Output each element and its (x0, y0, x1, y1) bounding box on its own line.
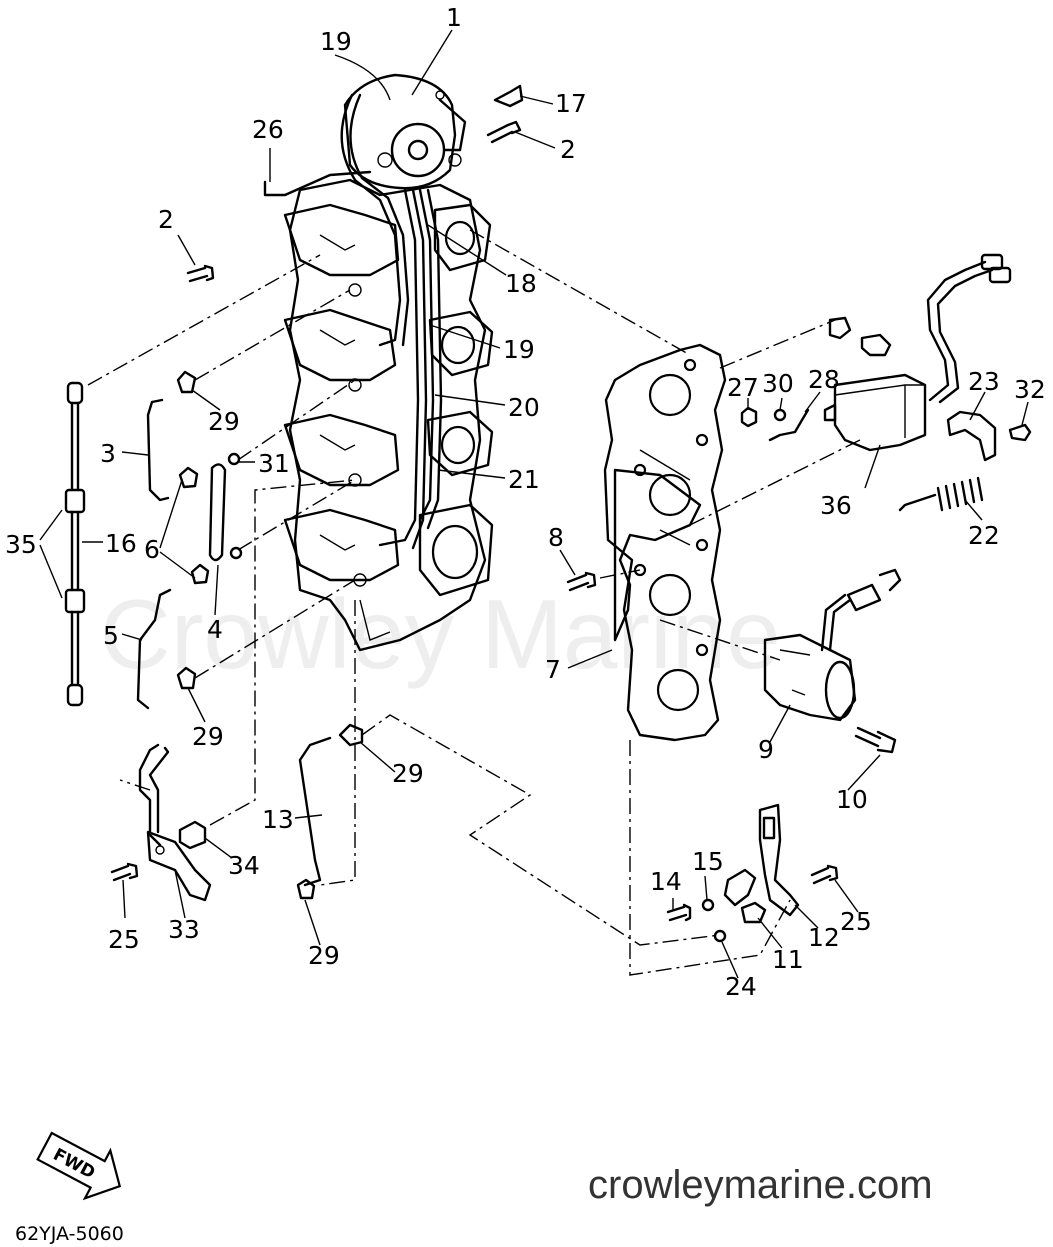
bolt-top (860, 333, 892, 357)
callout-4: 4 (207, 615, 223, 644)
callout-16: 16 (105, 529, 137, 558)
screw-25-left (110, 862, 139, 882)
callout-25-left: 25 (108, 925, 140, 954)
screw-14 (666, 903, 692, 922)
clip-28 (768, 408, 810, 442)
screw-10 (854, 726, 897, 754)
callout-32: 32 (1014, 375, 1046, 404)
callout-8: 8 (548, 523, 564, 552)
spring-34 (178, 820, 207, 850)
nut-27 (740, 406, 758, 428)
callout-25-right: 25 (840, 907, 872, 936)
rod-13 (298, 736, 332, 887)
ball-joint-6a (178, 466, 199, 489)
callout-13: 13 (262, 805, 294, 834)
screw-8 (566, 571, 597, 592)
callout-31: 31 (258, 449, 290, 478)
washer-15 (701, 898, 715, 912)
callout-27: 27 (727, 373, 759, 402)
fwd-arrow: FWD (36, 1131, 122, 1201)
callout-12: 12 (808, 923, 840, 952)
ball-joint-29a (176, 370, 197, 394)
fitting-17 (493, 84, 524, 108)
callout-2-top: 2 (560, 135, 576, 164)
callout-29-b: 29 (192, 722, 224, 751)
callout-19-mid: 19 (503, 335, 535, 364)
lever-12 (758, 803, 800, 917)
link-4 (208, 463, 227, 562)
fuel-hoses (340, 93, 443, 550)
callout-30: 30 (762, 369, 794, 398)
spring-22 (898, 476, 984, 512)
screw-2-left (186, 264, 215, 283)
ball-joint-6b (190, 563, 210, 585)
callout-20: 20 (508, 393, 540, 422)
callout-2-left: 2 (158, 205, 174, 234)
clip-26 (263, 170, 372, 197)
callout-22: 22 (968, 521, 1000, 550)
washer-31a (227, 452, 241, 466)
callout-26: 26 (252, 115, 284, 144)
throttle-lever-33 (138, 743, 212, 902)
callout-29-a: 29 (208, 407, 240, 436)
screw-25-right (810, 864, 839, 885)
solenoid-9 (763, 568, 902, 722)
website-text: crowleymarine.com (588, 1163, 933, 1207)
callout-11: 11 (772, 945, 804, 974)
screw-2-top (486, 120, 522, 144)
ball-joint-29d (296, 878, 316, 900)
bracket-23 (946, 410, 997, 462)
drawing-code: 62YJA-5060 (15, 1223, 124, 1245)
callout-3: 3 (100, 439, 116, 468)
screw-32 (1008, 423, 1032, 442)
callout-35: 35 (5, 530, 37, 559)
callout-33: 33 (168, 915, 200, 944)
callout-19-top: 19 (320, 27, 352, 56)
callout-14: 14 (650, 867, 682, 896)
callout-15: 15 (692, 847, 724, 876)
callout-5: 5 (103, 621, 119, 650)
assembly-lines (87, 229, 861, 976)
callout-10: 10 (836, 785, 868, 814)
cam-11 (723, 868, 757, 907)
collar-11 (740, 901, 767, 924)
relay-36 (823, 253, 1012, 452)
ball-joint-29c (338, 723, 364, 747)
callout-29-c: 29 (392, 759, 424, 788)
callout-29-d: 29 (308, 941, 340, 970)
callout-36: 36 (820, 491, 852, 520)
ball-joint-29b (176, 666, 197, 690)
callout-23: 23 (968, 367, 1000, 396)
callout-9: 9 (758, 735, 774, 764)
fuel-pump (343, 73, 467, 190)
callout-6: 6 (144, 535, 160, 564)
washer-30 (773, 408, 787, 422)
callout-28: 28 (808, 365, 840, 394)
washer-31b (229, 546, 243, 560)
callout-1: 1 (446, 3, 462, 32)
washer-top (828, 316, 852, 340)
washer-24 (713, 929, 727, 943)
callout-34: 34 (228, 851, 260, 880)
callout-24: 24 (725, 972, 757, 1001)
leader-lines (39, 29, 1029, 979)
callout-21: 21 (508, 465, 540, 494)
callout-17: 17 (555, 89, 587, 118)
carburetor-assembly (283, 178, 494, 652)
rod-3 (146, 398, 170, 502)
link-rod-16 (64, 381, 86, 707)
callout-labels: 1 19 17 2 26 2 18 19 20 21 29 3 31 35 16… (5, 3, 1046, 1001)
callout-18: 18 (505, 269, 537, 298)
rod-5 (136, 588, 172, 710)
callout-7: 7 (545, 655, 561, 684)
